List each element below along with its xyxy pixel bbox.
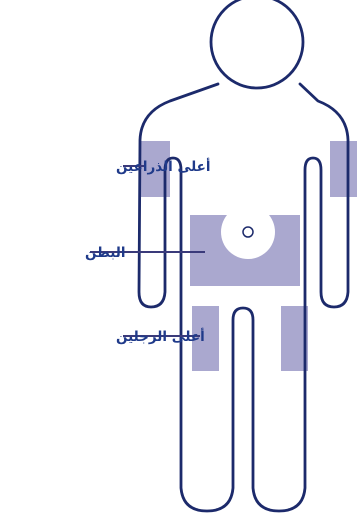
injection-zones <box>141 141 357 371</box>
navel-ring <box>242 226 254 238</box>
navel-cutout <box>221 205 275 259</box>
label-upper-arms: أعلى الذراعين <box>116 158 211 175</box>
zone-upper-arm-left-side <box>330 141 357 197</box>
zone-upper-leg-left <box>281 306 308 371</box>
zone-labels: أعلى الذراعين البطن أعلى الرجلين <box>85 158 211 345</box>
label-abdomen: البطن <box>85 245 126 261</box>
head-outline <box>209 0 305 90</box>
zone-upper-leg-right <box>192 306 219 371</box>
navel-marker <box>221 205 275 259</box>
leader-lines <box>90 165 205 337</box>
label-upper-legs: أعلى الرجلين <box>116 328 205 345</box>
body-outline <box>137 0 350 513</box>
body-silhouette <box>137 82 350 513</box>
